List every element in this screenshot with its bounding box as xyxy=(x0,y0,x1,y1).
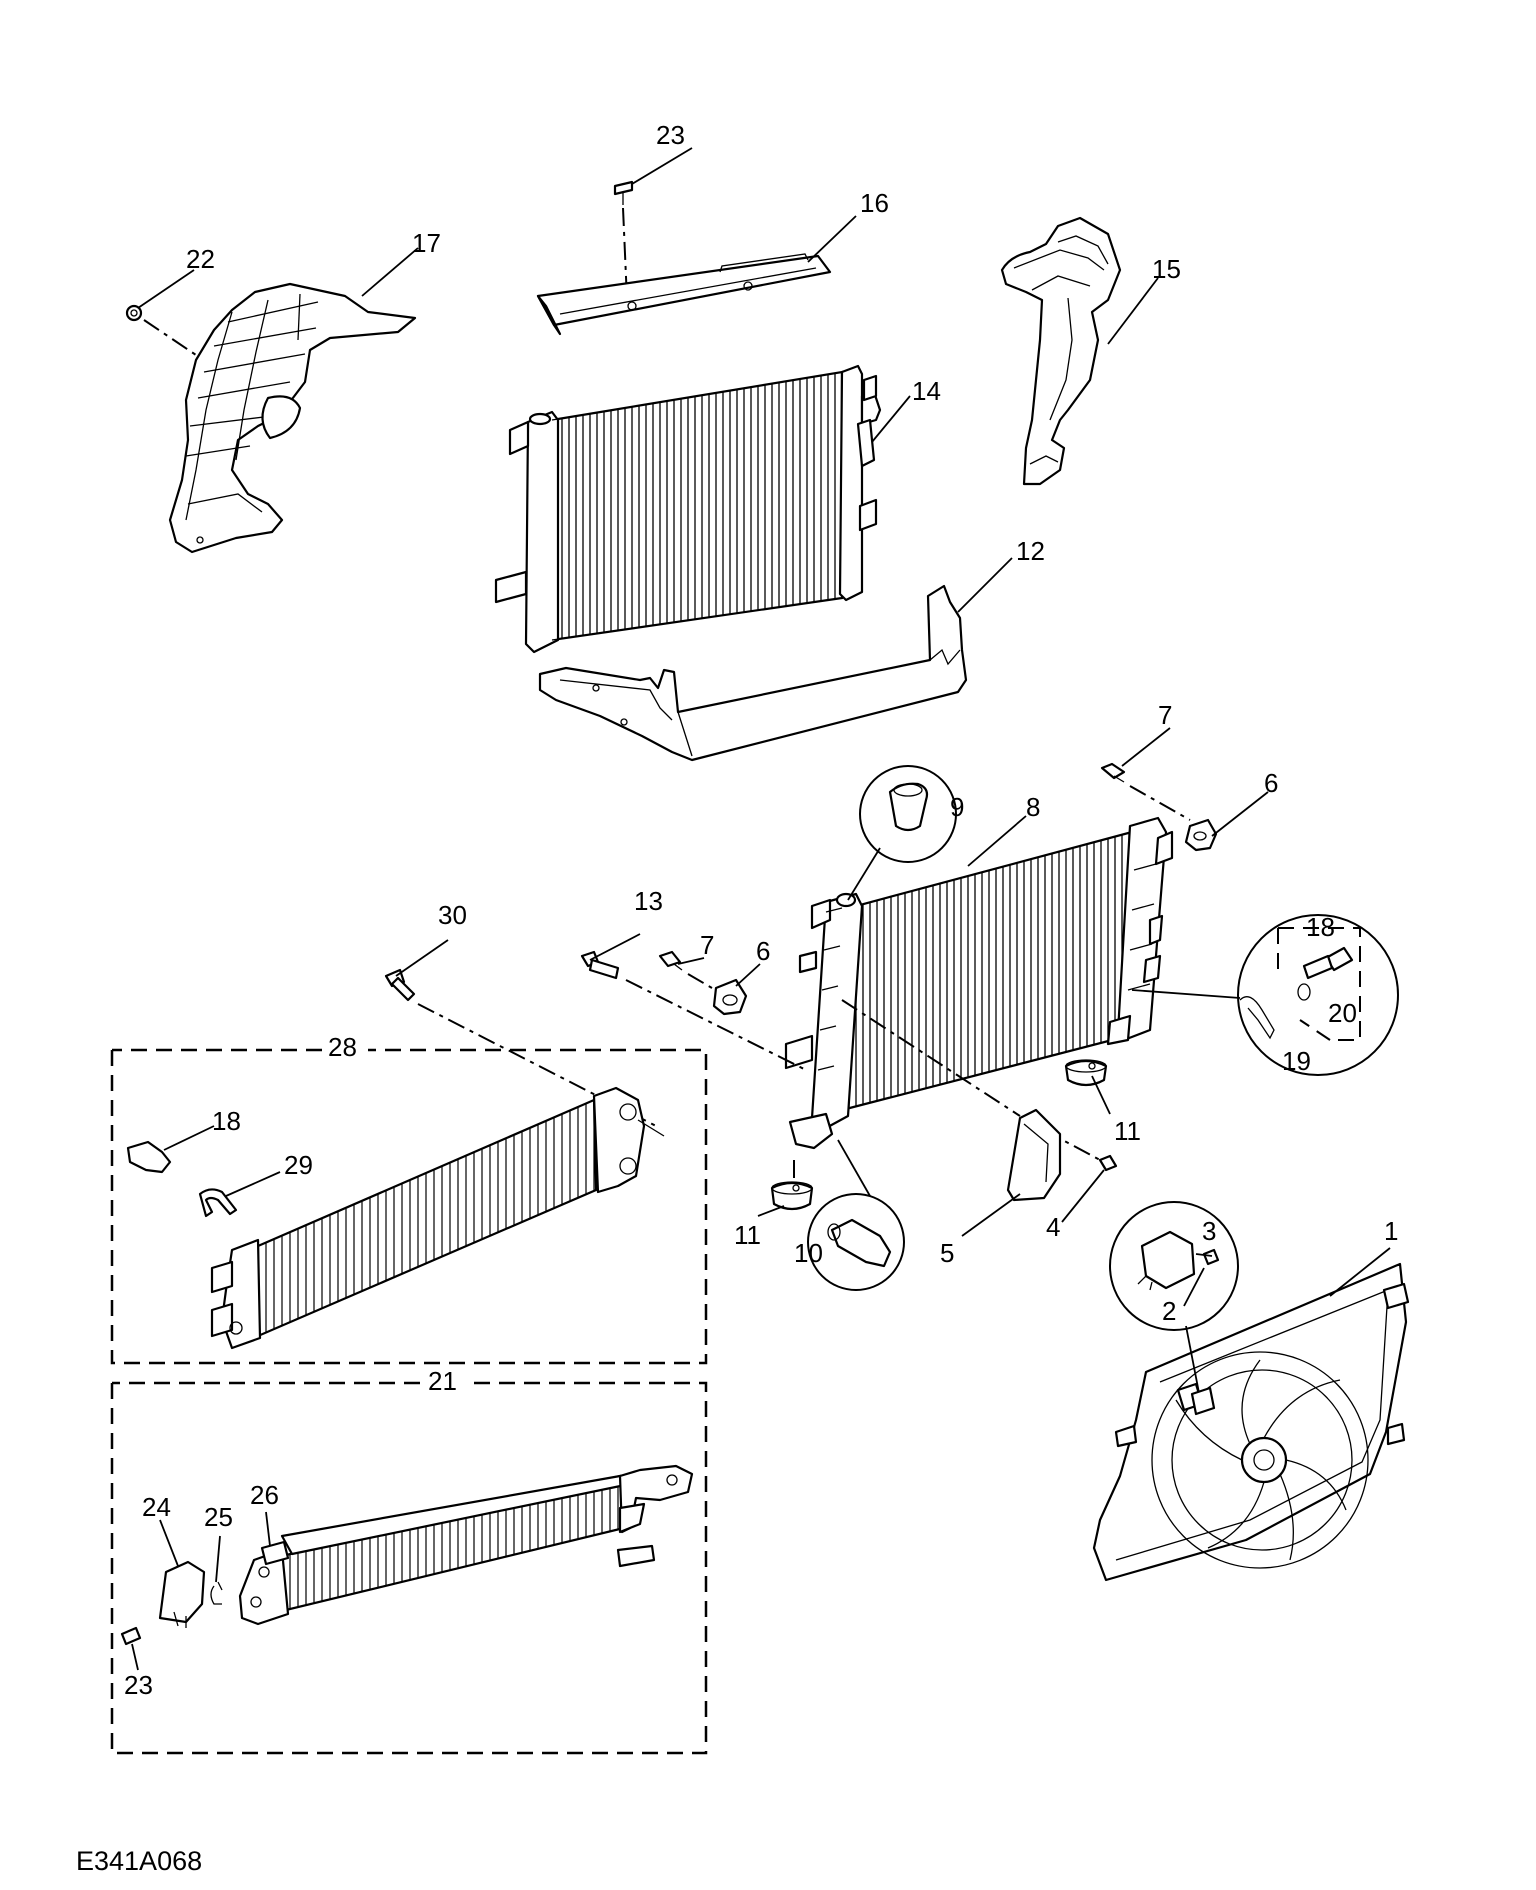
clip-25 xyxy=(210,1581,223,1605)
bush-6-upper xyxy=(1184,818,1218,852)
air-deflector-17 xyxy=(168,282,417,554)
callout-11-left: 11 xyxy=(734,1220,761,1250)
clip-29 xyxy=(198,1188,238,1218)
callout-4: 4 xyxy=(1046,1212,1060,1242)
group-box-21 xyxy=(110,1381,708,1755)
screw-7-mid xyxy=(658,950,683,971)
callout-27: 23 xyxy=(656,120,685,150)
detail-circle-10 xyxy=(807,1139,905,1291)
condenser-14 xyxy=(494,364,882,654)
sensor-18-left xyxy=(126,1140,172,1174)
callout-25: 25 xyxy=(204,1502,233,1532)
detail-circle-9 xyxy=(847,765,957,901)
callout-5: 5 xyxy=(940,1238,954,1268)
callout-13: 13 xyxy=(634,886,663,916)
air-deflector-15 xyxy=(1000,216,1122,486)
lower-deflector-12 xyxy=(538,584,968,762)
callout-18-detail: 18 xyxy=(1306,912,1335,942)
callout-18-left: 18 xyxy=(212,1106,241,1136)
callout-30: 30 xyxy=(438,900,467,930)
radiator-8 xyxy=(784,816,1174,1150)
callout-7-upper: 7 xyxy=(1158,700,1172,730)
upper-shield-16 xyxy=(536,253,832,336)
screw-23 xyxy=(120,1626,142,1646)
bush-6-mid xyxy=(712,978,748,1016)
callout-26: 26 xyxy=(250,1480,279,1510)
callout-24: 24 xyxy=(142,1492,171,1522)
screw-27 xyxy=(613,180,634,205)
callout-3: 3 xyxy=(1202,1216,1216,1246)
cooler-28 xyxy=(210,1086,665,1350)
callout-22: 22 xyxy=(186,244,215,274)
group-box-28 xyxy=(110,1048,708,1365)
fan-shroud-1 xyxy=(1092,1262,1410,1582)
callout-23: 23 xyxy=(124,1670,153,1700)
bolt-13 xyxy=(580,950,620,980)
callout-21: 21 xyxy=(428,1366,457,1396)
cooler-26 xyxy=(238,1464,694,1626)
grommet-11-right xyxy=(1064,1059,1108,1087)
callout-28: 28 xyxy=(328,1032,357,1062)
callout-6-upper: 6 xyxy=(1264,768,1278,798)
callout-11-right: 11 xyxy=(1114,1116,1141,1146)
callout-labels: 23 16 22 17 15 14 12 7 6 9 8 13 30 7 6 1… xyxy=(124,120,1398,1700)
callout-9: 9 xyxy=(950,792,964,822)
callout-12: 12 xyxy=(1016,536,1045,566)
callout-14: 14 xyxy=(912,376,941,406)
screw-7-upper xyxy=(1100,762,1126,783)
callout-2: 2 xyxy=(1162,1296,1176,1326)
detail-circle-2-3 xyxy=(1109,1201,1239,1416)
callout-17: 17 xyxy=(412,228,441,258)
bolt-30 xyxy=(384,968,416,1002)
callout-8: 8 xyxy=(1026,792,1040,822)
detail-circle-18-19-20 xyxy=(1131,914,1399,1076)
callout-7-mid: 7 xyxy=(700,930,714,960)
callout-16: 16 xyxy=(860,188,889,218)
grommet-11-left xyxy=(770,1181,814,1211)
sensor-24 xyxy=(158,1560,206,1628)
leader-lines xyxy=(131,147,1391,1671)
callout-10: 10 xyxy=(794,1238,823,1268)
figure-reference: E341A068 xyxy=(76,1846,202,1876)
callout-1: 1 xyxy=(1384,1216,1398,1246)
callout-29: 29 xyxy=(284,1150,313,1180)
bracket-5 xyxy=(1006,1108,1062,1202)
callout-19: 19 xyxy=(1282,1046,1311,1076)
callout-6-mid: 6 xyxy=(756,936,770,966)
callout-15: 15 xyxy=(1152,254,1181,284)
screw-4 xyxy=(1098,1154,1118,1172)
callout-20: 20 xyxy=(1328,998,1357,1028)
screw-22 xyxy=(125,304,143,322)
